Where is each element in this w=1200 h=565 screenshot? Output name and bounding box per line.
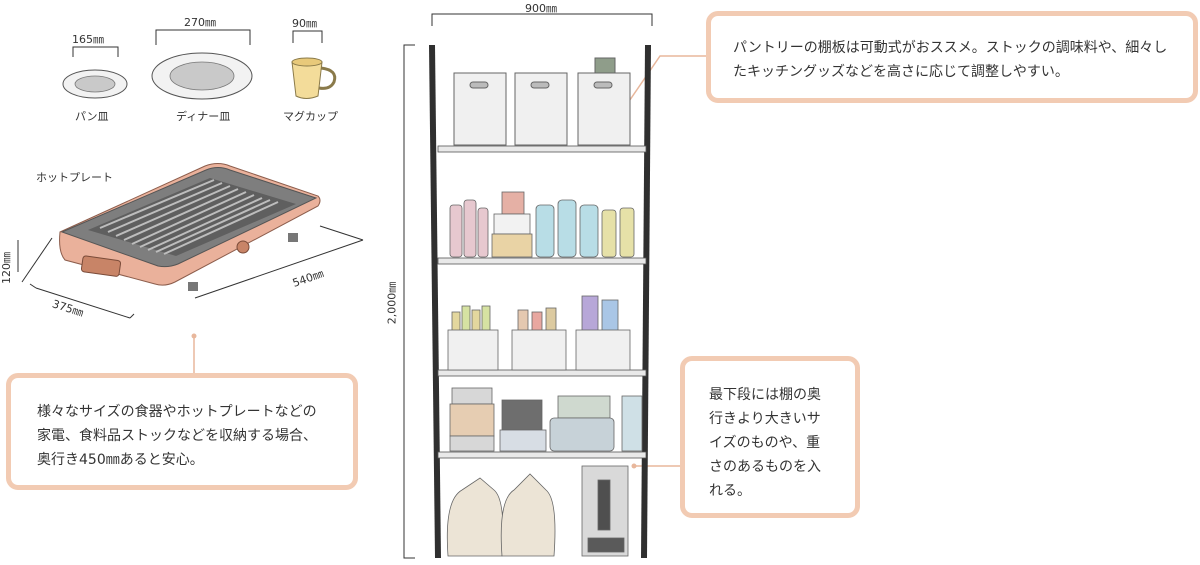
shelf-1-boxes xyxy=(453,57,631,146)
bottom-shelf-items xyxy=(446,465,629,557)
pantry-width-dimension xyxy=(431,13,653,26)
callout-bottom-shelf: 最下段には棚の奥行きより大きいサイズのものや、重さのあるものを入れる。 xyxy=(680,356,860,518)
pantry-width-label: 900㎜ xyxy=(525,2,557,15)
pantry-height-label: 2,000㎜ xyxy=(385,281,399,325)
callout-depth-450-text: 様々なサイズの食器やホットプレートなどの家電、食料品ストックなどを収納する場合、… xyxy=(37,404,317,468)
mug-bracket xyxy=(292,30,323,43)
hotplate-caption: ホットプレート xyxy=(36,171,113,184)
pantry-height-dimension xyxy=(403,44,415,559)
hotplate-height-dimension: 120㎜ xyxy=(0,252,13,284)
shelf-2-bottles xyxy=(449,191,635,258)
dinner-plate xyxy=(151,52,253,100)
shelf-3-boxes xyxy=(447,295,631,371)
top-callout-connector xyxy=(620,55,712,114)
callout-adjustable-shelves-text: パントリーの棚板は可動式がおススメ。ストックの調味料や、細々したキッチングッズな… xyxy=(733,40,1168,80)
callout-bottom-shelf-text: 最下段には棚の奥行きより大きいサイズのものや、重さのあるものを入れる。 xyxy=(709,387,821,499)
shelf-4-containers xyxy=(449,387,643,452)
pantry-shelf-unit xyxy=(429,44,651,559)
mug-caption: マグカップ xyxy=(283,110,338,123)
bread-plate-caption: パン皿 xyxy=(75,110,109,123)
bread-plate-dimension: 165㎜ xyxy=(72,33,104,46)
callout-depth-450: 様々なサイズの食器やホットプレートなどの家電、食料品ストックなどを収納する場合、… xyxy=(6,373,358,490)
dinner-plate-dimension: 270㎜ xyxy=(184,16,216,29)
callout-adjustable-shelves: パントリーの棚板は可動式がおススメ。ストックの調味料や、細々したキッチングッズな… xyxy=(706,11,1198,103)
bread-plate-bracket xyxy=(72,46,119,57)
hotplate xyxy=(17,163,364,319)
mug-dimension: 90㎜ xyxy=(292,17,317,30)
dinner-plate-bracket xyxy=(155,29,251,45)
bread-plate xyxy=(62,69,128,99)
mug xyxy=(291,57,337,99)
dinner-plate-caption: ディナー皿 xyxy=(176,110,231,123)
